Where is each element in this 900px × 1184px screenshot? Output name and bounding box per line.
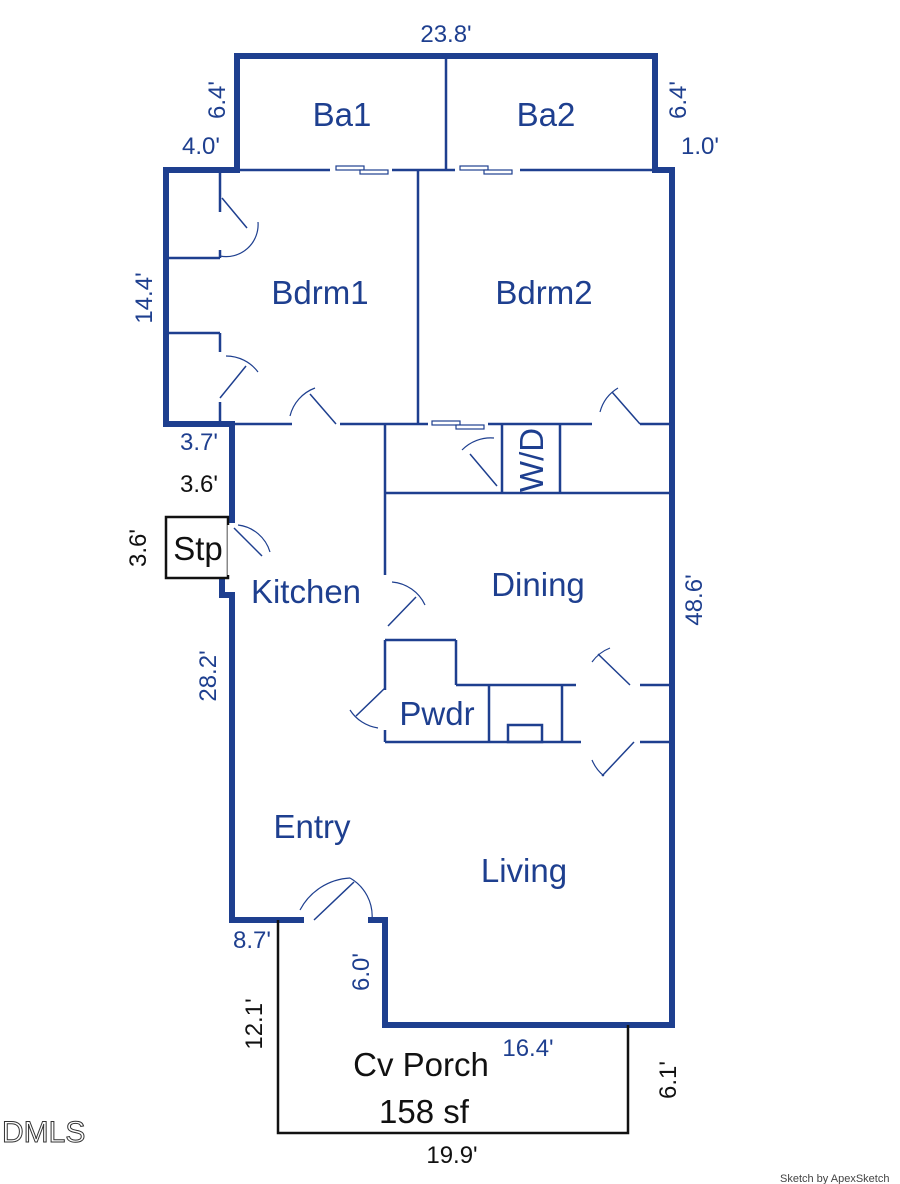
sketch-credit: Sketch by ApexSketch — [780, 1173, 889, 1184]
porch-outline — [276, 920, 630, 1135]
room-label-living: Living — [481, 852, 567, 889]
dim-step-b: 3.6' — [180, 471, 218, 498]
room-label-dining: Dining — [491, 566, 585, 603]
dim-top-width: 23.8' — [420, 21, 471, 48]
room-label-porch: Cv Porch — [353, 1046, 489, 1083]
room-label-pwdr: Pwdr — [399, 695, 474, 732]
dmls-watermark: DMLS — [2, 1116, 85, 1149]
dim-living-bottom: 16.4' — [502, 1035, 553, 1062]
porch-area: 158 sf — [379, 1093, 470, 1130]
dim-porch-bottom: 19.9' — [426, 1142, 477, 1169]
dim-entry-step: 8.7' — [233, 927, 271, 954]
dim-entry-jog: 6.0' — [348, 953, 375, 991]
dim-porch-left: 12.1' — [241, 998, 268, 1049]
dim-step-a: 3.7' — [180, 429, 218, 456]
room-label-bdrm1: Bdrm1 — [271, 274, 368, 311]
room-label-stp: Stp — [173, 530, 223, 567]
dim-stp-depth: 3.6' — [125, 529, 152, 567]
room-label-kitchen: Kitchen — [251, 573, 361, 610]
room-label-entry: Entry — [273, 808, 351, 845]
sliding-doors — [335, 165, 513, 430]
dim-ba2-height: 6.4' — [665, 81, 692, 119]
exterior-walls — [163, 53, 675, 1028]
room-label-ba1: Ba1 — [313, 96, 372, 133]
dim-ba2-offset: 1.0' — [681, 133, 719, 160]
dim-right-side: 48.6' — [681, 574, 708, 625]
dim-bdrm1-depth: 14.4' — [131, 272, 158, 323]
room-label-wd: W/D — [513, 428, 550, 492]
interior-walls — [166, 56, 672, 744]
dimension-labels: 23.8' 6.4' 4.0' 6.4' 1.0' 14.4' 3.7' 3.6… — [125, 21, 719, 1169]
dim-ba1-offset: 4.0' — [182, 133, 220, 160]
room-label-ba2: Ba2 — [517, 96, 576, 133]
dim-kitchen-side: 28.2' — [195, 650, 222, 701]
dim-ba1-height: 6.4' — [204, 81, 231, 119]
room-labels: Ba1 Ba2 Bdrm1 Bdrm2 W/D Stp Kitchen Dini… — [173, 96, 592, 1130]
dim-porch-right: 6.1' — [655, 1061, 682, 1099]
swing-doors — [219, 197, 641, 921]
room-label-bdrm2: Bdrm2 — [495, 274, 592, 311]
